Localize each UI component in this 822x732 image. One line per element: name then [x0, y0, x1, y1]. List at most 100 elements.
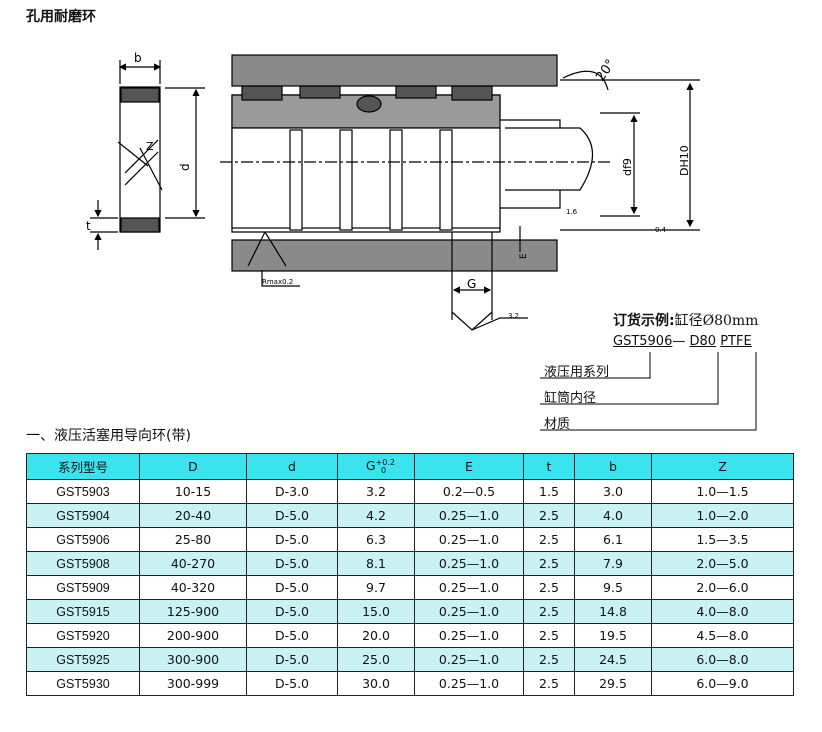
table-cell: 3.2	[337, 479, 415, 504]
col-series: 系列型号	[26, 453, 140, 480]
table-cell: 2.0—6.0	[651, 575, 794, 600]
table-cell: 0.25—1.0	[414, 623, 524, 648]
table-cell: GST5925	[26, 647, 140, 672]
dim-e: E	[519, 253, 529, 259]
table-cell: 2.5	[523, 551, 575, 576]
table-cell: 1.5	[523, 479, 575, 504]
col-G: G+0.20	[337, 453, 415, 480]
dim-z: Z	[146, 140, 154, 153]
table-cell: D-5.0	[246, 575, 338, 600]
table-cell: 6.1	[574, 527, 652, 552]
table-cell: 20-40	[139, 503, 247, 528]
ring-section	[90, 60, 205, 250]
legend-bore: 缸筒内径	[544, 391, 597, 406]
table-cell: 40-320	[139, 575, 247, 600]
table-cell: D-5.0	[246, 623, 338, 648]
table-cell: 40-270	[139, 551, 247, 576]
assembly-section	[220, 54, 700, 331]
table-cell: 30.0	[337, 671, 415, 696]
table-cell: 25.0	[337, 647, 415, 672]
table-cell: 25-80	[139, 527, 247, 552]
table-cell: 2.5	[523, 575, 575, 600]
surface-roughness-1: 1.6	[566, 208, 578, 216]
legend-material: 材质	[544, 417, 571, 432]
table-cell: 7.9	[574, 551, 652, 576]
col-d: d	[246, 453, 338, 480]
table-cell: GST5930	[26, 671, 140, 696]
table-cell: 0.25—1.0	[414, 599, 524, 624]
table-cell: 14.8	[574, 599, 652, 624]
table-cell: 300-999	[139, 671, 247, 696]
table-cell: 2.5	[523, 527, 575, 552]
table-cell: 20.0	[337, 623, 415, 648]
table-cell: D-5.0	[246, 647, 338, 672]
order-code-series: GST5906	[613, 334, 673, 349]
table-cell: 1.5—3.5	[651, 527, 794, 552]
table-cell: 4.0	[574, 503, 652, 528]
table-cell: 0.25—1.0	[414, 575, 524, 600]
table-cell: 6.0—8.0	[651, 647, 794, 672]
legend-leaders	[540, 352, 757, 431]
table-cell: 6.3	[337, 527, 415, 552]
table-cell: 3.0	[574, 479, 652, 504]
table-cell: 2.5	[523, 671, 575, 696]
table-cell: 1.0—2.0	[651, 503, 794, 528]
table-cell: 200-900	[139, 623, 247, 648]
table-cell: GST5920	[26, 623, 140, 648]
table-cell: 0.25—1.0	[414, 503, 524, 528]
table-cell: D-5.0	[246, 527, 338, 552]
dim-t: t	[86, 219, 91, 233]
table-cell: 0.25—1.0	[414, 551, 524, 576]
dim-d: d	[178, 163, 192, 171]
col-Z: Z	[651, 453, 794, 480]
table-cell: GST5915	[26, 599, 140, 624]
table-cell: 4.5—8.0	[651, 623, 794, 648]
table-cell: GST5906	[26, 527, 140, 552]
table-cell: 9.5	[574, 575, 652, 600]
col-t: t	[523, 453, 575, 480]
table-cell: 2.5	[523, 647, 575, 672]
table-cell: 8.1	[337, 551, 415, 576]
table-cell: 4.0—8.0	[651, 599, 794, 624]
table-cell: 1.0—1.5	[651, 479, 794, 504]
col-E: E	[414, 453, 524, 480]
table-cell: 4.2	[337, 503, 415, 528]
table-cell: 6.0—9.0	[651, 671, 794, 696]
table-cell: 0.2—0.5	[414, 479, 524, 504]
dim-g: G	[467, 277, 476, 291]
table-cell: GST5909	[26, 575, 140, 600]
table-cell: 2.5	[523, 599, 575, 624]
table-cell: D-5.0	[246, 503, 338, 528]
order-title: 订货示例:缸径Ø80mm	[613, 313, 759, 329]
order-code-bore: D80	[689, 334, 717, 349]
table-cell: D-5.0	[246, 671, 338, 696]
dim-dh: DH10	[678, 145, 691, 176]
table-cell: D-5.0	[246, 599, 338, 624]
table-cell: 0.25—1.0	[414, 527, 524, 552]
table-cell: 10-15	[139, 479, 247, 504]
dim-r: Rmax0.2	[262, 278, 293, 286]
table-cell: GST5908	[26, 551, 140, 576]
table-cell: 9.7	[337, 575, 415, 600]
order-code: GST5906— D80 PTFE	[613, 334, 752, 349]
table-cell: GST5904	[26, 503, 140, 528]
technical-drawing: b Z d t Rmax0.2 G	[86, 51, 757, 431]
table-cell: GST5903	[26, 479, 140, 504]
page-title: 孔用耐磨环	[26, 9, 96, 25]
table-cell: D-5.0	[246, 551, 338, 576]
table-cell: 125-900	[139, 599, 247, 624]
dim-b: b	[134, 51, 142, 65]
col-b: b	[574, 453, 652, 480]
table-cell: 300-900	[139, 647, 247, 672]
table-cell: 0.25—1.0	[414, 671, 524, 696]
